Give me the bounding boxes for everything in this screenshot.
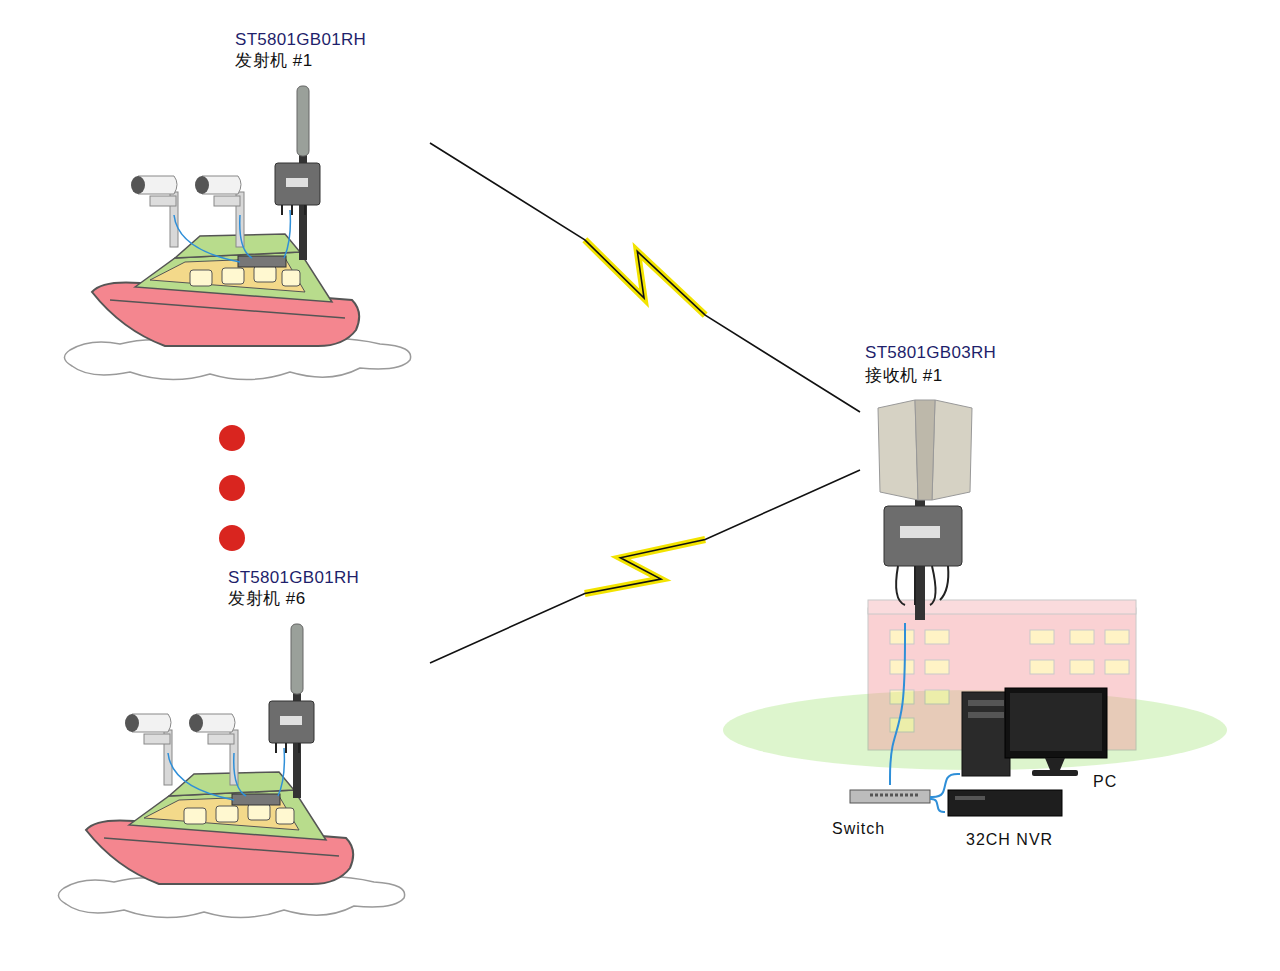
device-label: 发射机 #6 [228,589,306,609]
model-number: ST5801GB01RH [228,568,359,588]
receiver-node: ST5801GB03RH 接收机 #1 [860,341,1010,623]
nvr-node: 32CH NVR [945,790,1065,848]
model-number: ST5801GB03RH [865,343,996,363]
lightning-bolt [585,539,705,593]
wireless-link [430,470,860,663]
network-cable [890,623,905,785]
model-number: ST5801GB01RH [235,30,366,50]
network-cable [930,774,960,797]
device-label: 32CH NVR [966,830,1053,849]
wireless-link [430,143,860,412]
pc-node: PC [960,686,1125,786]
device-label: 发射机 #1 [235,51,313,71]
network-cable [930,799,945,812]
transmitter-node: ST5801GB01RH发射机 #6 [60,566,430,900]
lightning-bolt [585,240,705,315]
device-label: 接收机 #1 [865,366,943,386]
transmitter-node: ST5801GB01RH发射机 #1 [60,26,430,380]
device-label: PC [1093,772,1117,791]
device-label: Switch [832,819,885,838]
switch-node: Switch [828,785,930,840]
